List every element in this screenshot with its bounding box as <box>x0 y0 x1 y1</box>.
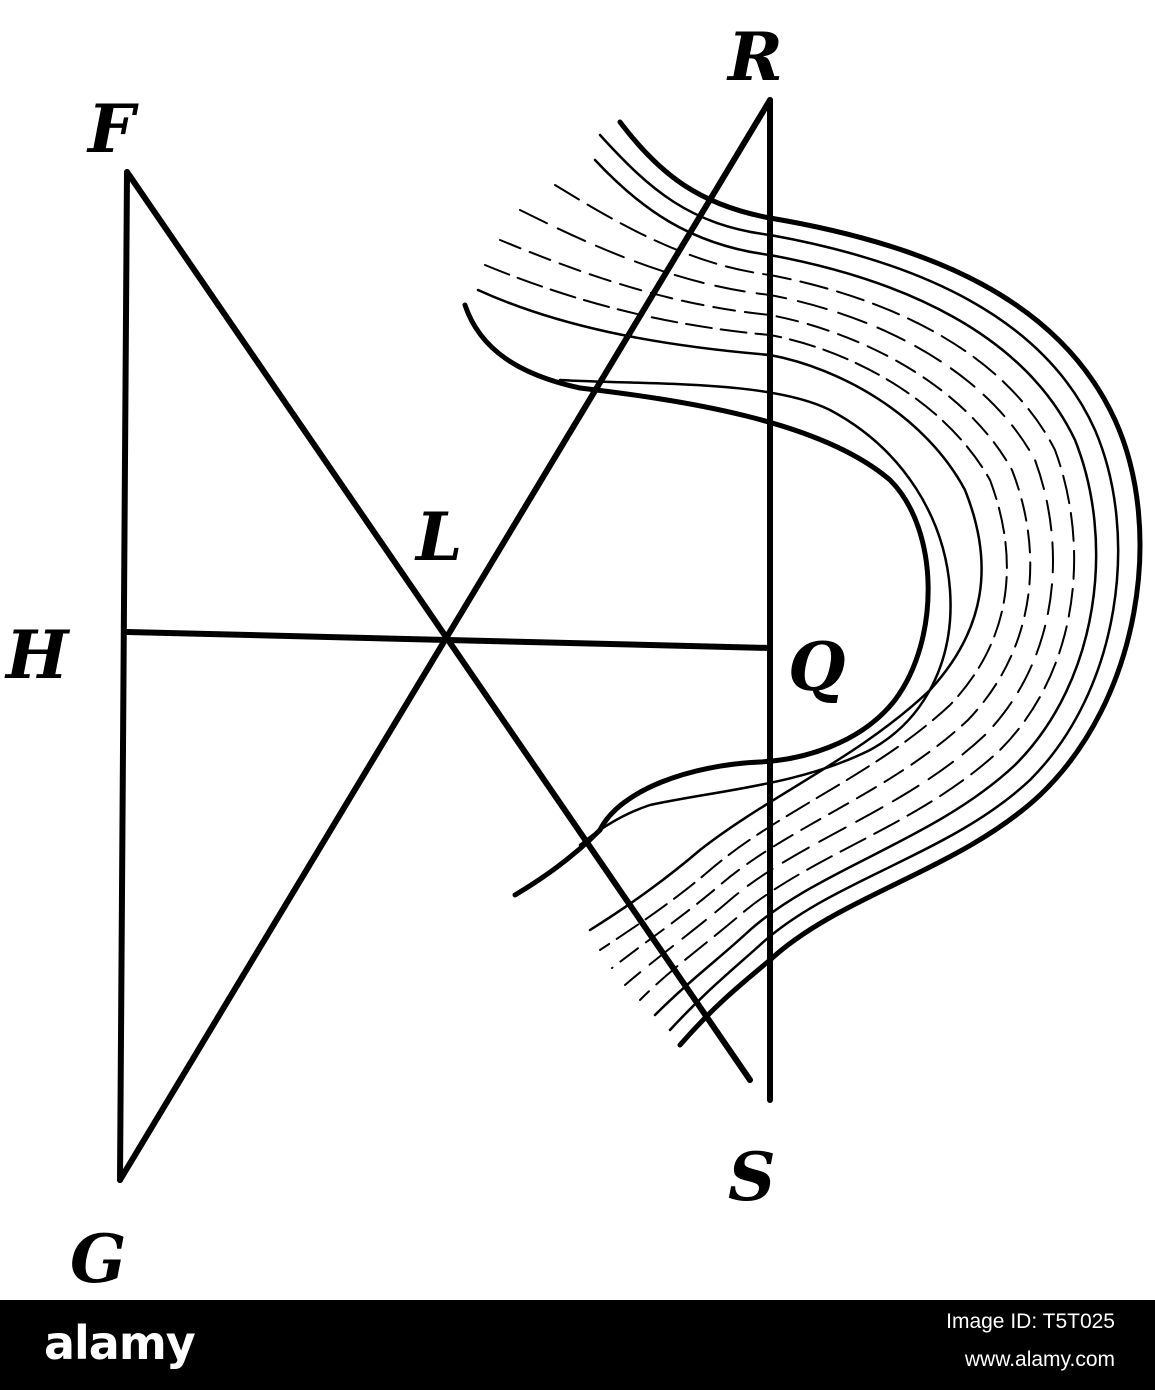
band-hatch <box>558 378 952 847</box>
label-Q: Q <box>788 628 846 706</box>
geometry-diagram: F H G L Q R S <box>4 18 1143 1298</box>
label-S: S <box>728 1138 776 1216</box>
band-hatch <box>476 288 983 932</box>
band-hatch <box>554 184 1076 1001</box>
construction-lines <box>117 97 773 1183</box>
alamy-logo: alamy <box>44 1316 196 1370</box>
band-outer-edge <box>617 119 1143 1048</box>
label-H: H <box>4 616 71 694</box>
line-FS <box>124 169 753 1083</box>
band-hatch <box>593 158 1098 1017</box>
line-HQ <box>124 629 773 651</box>
band-hatch <box>484 264 1008 951</box>
band-hatch <box>519 209 1054 986</box>
watermark-footer: alamy Image ID: T5T025 www.alamy.com <box>0 1300 1155 1390</box>
label-R: R <box>726 18 783 96</box>
site-url: www.alamy.com <box>964 1348 1115 1371</box>
band-hatch <box>499 239 1032 969</box>
line-FG <box>117 169 130 1183</box>
label-F: F <box>86 90 139 168</box>
band-inner-edge <box>462 302 931 898</box>
curved-band <box>462 119 1143 1048</box>
label-L: L <box>414 498 462 576</box>
label-G: G <box>70 1220 126 1298</box>
image-id: Image ID: T5T025 <box>946 1310 1115 1333</box>
